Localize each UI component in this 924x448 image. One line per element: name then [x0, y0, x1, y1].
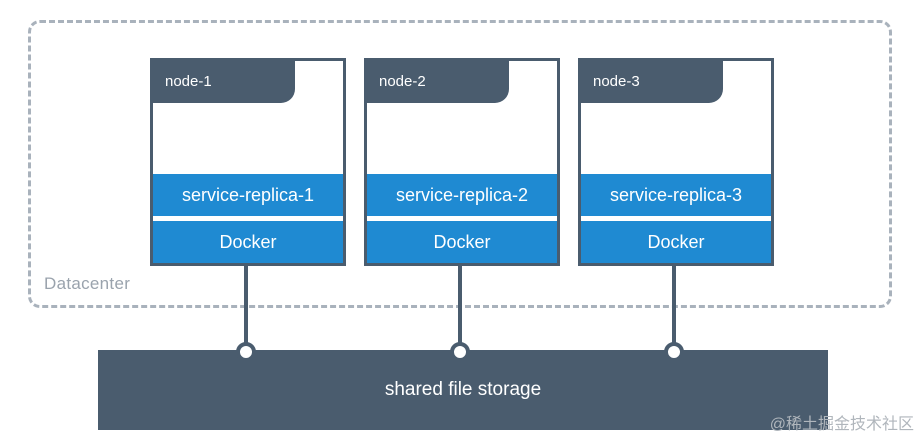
connector-line-2 — [458, 266, 462, 348]
service-replica-block: service-replica-2 — [367, 174, 557, 216]
datacenter-label: Datacenter — [44, 274, 131, 293]
service-replica-block: service-replica-3 — [581, 174, 771, 216]
node-title: node-3 — [593, 73, 640, 90]
connector-dot-1 — [236, 342, 256, 362]
node-box-1: node-1 service-replica-1 Docker — [150, 58, 346, 266]
node-tab: node-1 — [153, 61, 295, 103]
docker-block: Docker — [153, 221, 343, 263]
watermark: @稀土掘金技术社区 — [769, 416, 914, 433]
connector-dot-2 — [450, 342, 470, 362]
connector-line-1 — [244, 266, 248, 348]
docker-block: Docker — [581, 221, 771, 263]
connector-dot-3 — [664, 342, 684, 362]
node-tab: node-3 — [581, 61, 723, 103]
service-replica-block: service-replica-1 — [153, 174, 343, 216]
node-box-3: node-3 service-replica-3 Docker — [578, 58, 774, 266]
node-box-2: node-2 service-replica-2 Docker — [364, 58, 560, 266]
node-title: node-2 — [379, 73, 426, 90]
connector-line-3 — [672, 266, 676, 348]
storage-label: shared file storage — [384, 379, 542, 400]
node-title: node-1 — [165, 73, 212, 90]
docker-block: Docker — [367, 221, 557, 263]
node-tab: node-2 — [367, 61, 509, 103]
shared-storage-block: shared file storage — [98, 350, 828, 430]
